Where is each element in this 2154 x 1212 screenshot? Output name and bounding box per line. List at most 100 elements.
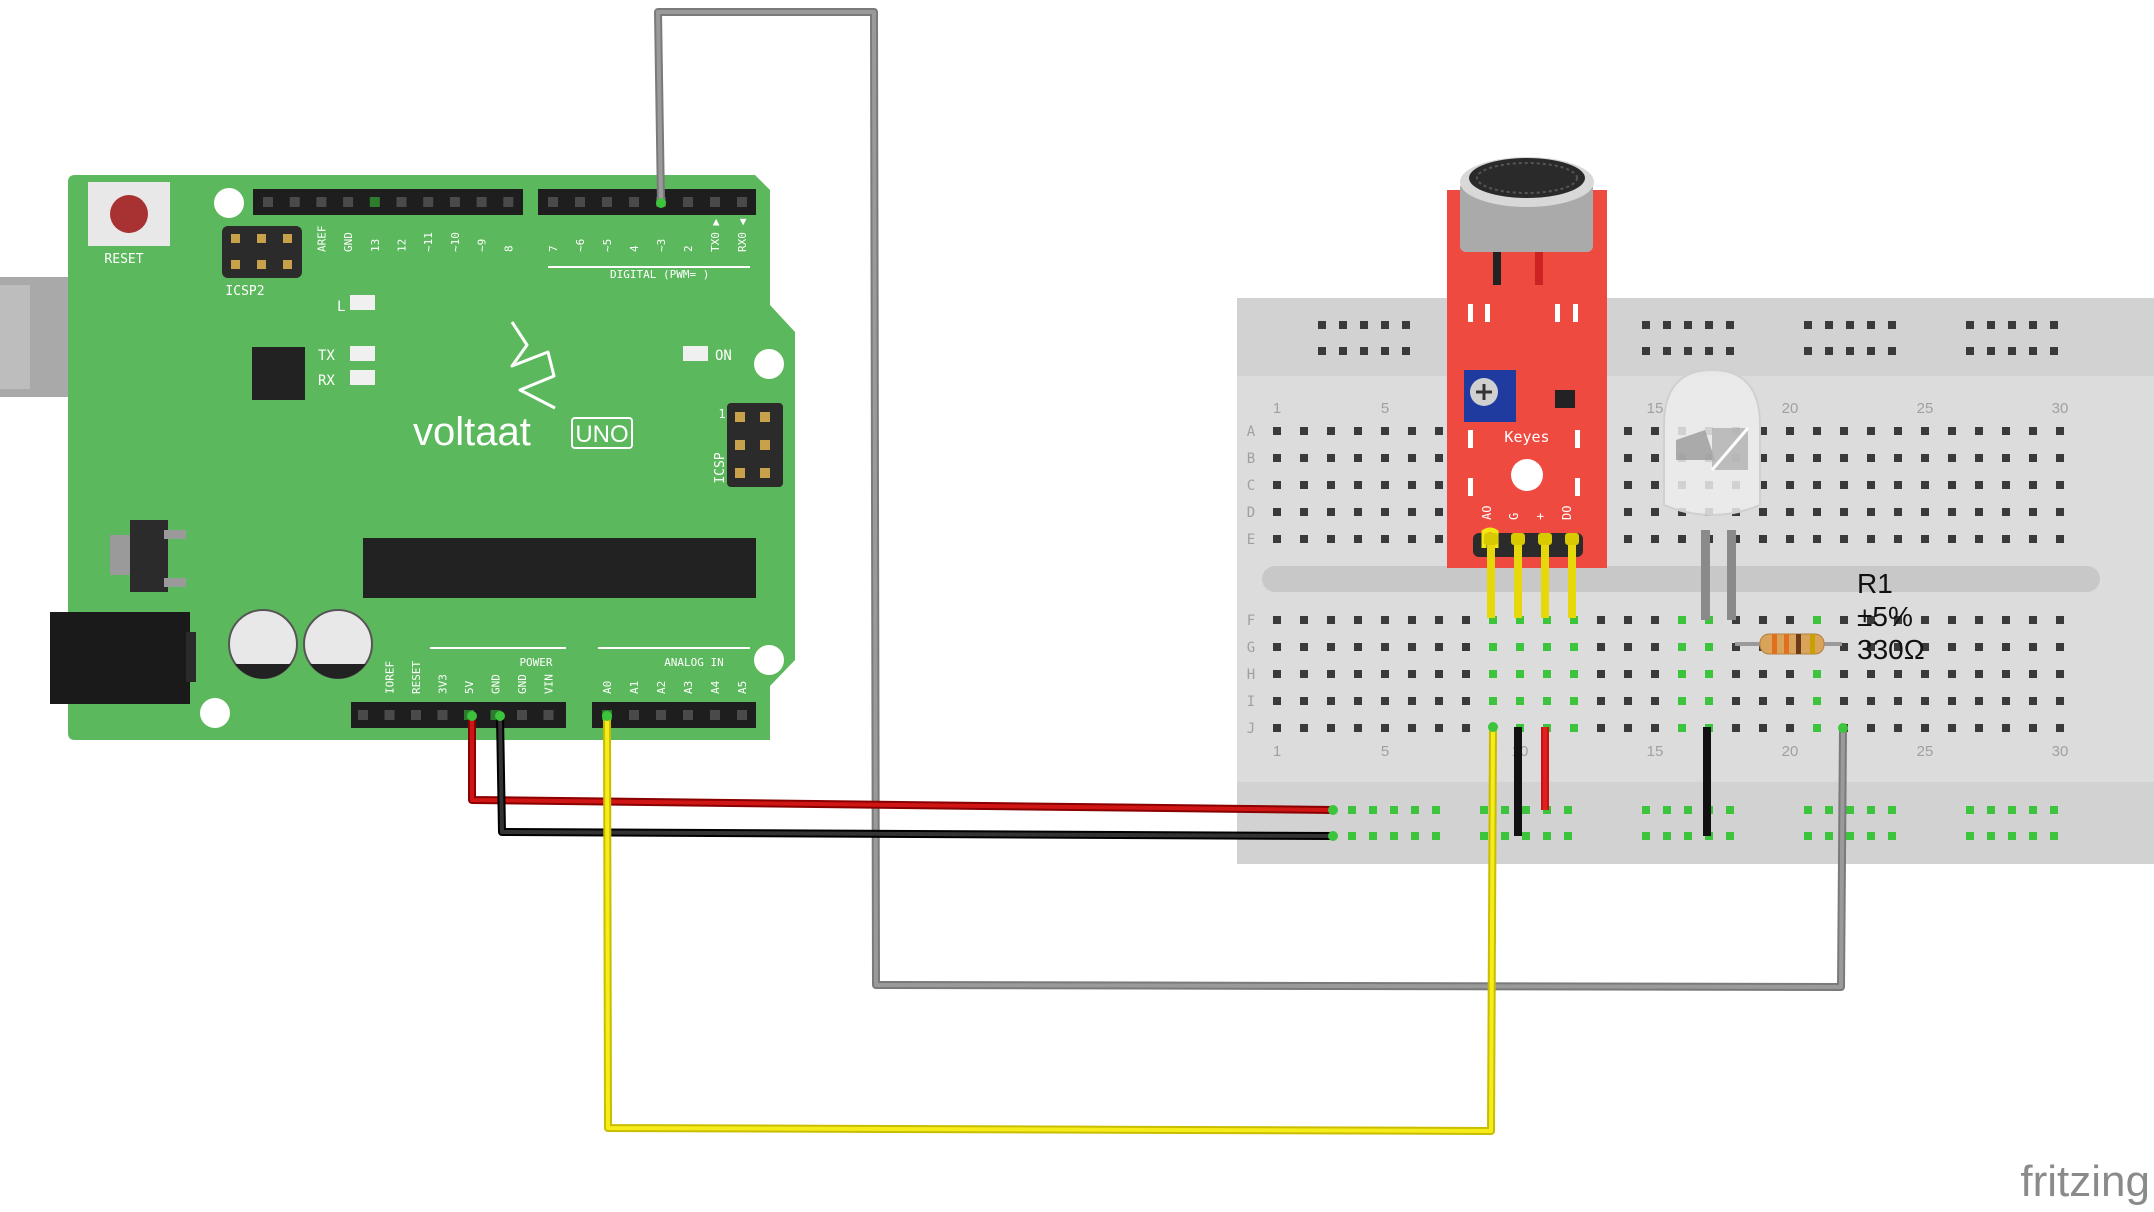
breadboard-hole[interactable] <box>1642 321 1650 329</box>
breadboard-hole[interactable] <box>1408 643 1416 651</box>
breadboard-hole[interactable] <box>1516 616 1524 624</box>
breadboard-hole[interactable] <box>1846 832 1854 840</box>
breadboard-hole[interactable] <box>1360 347 1368 355</box>
breadboard-hole[interactable] <box>1381 643 1389 651</box>
breadboard-hole[interactable] <box>2029 724 2037 732</box>
breadboard-hole[interactable] <box>1339 347 1347 355</box>
breadboard-hole[interactable] <box>1813 724 1821 732</box>
breadboard-hole[interactable] <box>2056 535 2064 543</box>
breadboard-hole[interactable] <box>1867 697 1875 705</box>
breadboard-hole[interactable] <box>1564 832 1572 840</box>
breadboard-hole[interactable] <box>1759 535 1767 543</box>
breadboard-hole[interactable] <box>1651 508 1659 516</box>
breadboard-hole[interactable] <box>1348 832 1356 840</box>
header-pin[interactable] <box>358 710 368 720</box>
breadboard-hole[interactable] <box>1624 427 1632 435</box>
breadboard-hole[interactable] <box>1966 806 1974 814</box>
breadboard-hole[interactable] <box>1663 832 1671 840</box>
breadboard-hole[interactable] <box>1786 697 1794 705</box>
breadboard-hole[interactable] <box>1408 508 1416 516</box>
header-pin[interactable] <box>263 197 273 207</box>
breadboard-hole[interactable] <box>1564 806 1572 814</box>
breadboard-hole[interactable] <box>1846 347 1854 355</box>
breadboard-hole[interactable] <box>1867 481 1875 489</box>
breadboard-hole[interactable] <box>1726 832 1734 840</box>
breadboard-hole[interactable] <box>2002 670 2010 678</box>
breadboard-hole[interactable] <box>1327 427 1335 435</box>
breadboard-hole[interactable] <box>1759 481 1767 489</box>
breadboard-hole[interactable] <box>1327 535 1335 543</box>
breadboard-hole[interactable] <box>1651 535 1659 543</box>
breadboard-hole[interactable] <box>2008 832 2016 840</box>
breadboard-hole[interactable] <box>1840 535 1848 543</box>
breadboard-hole[interactable] <box>2002 697 2010 705</box>
breadboard-hole[interactable] <box>1813 481 1821 489</box>
breadboard-hole[interactable] <box>2029 454 2037 462</box>
breadboard-hole[interactable] <box>2056 643 2064 651</box>
breadboard-hole[interactable] <box>2029 535 2037 543</box>
breadboard-hole[interactable] <box>1408 616 1416 624</box>
breadboard-hole[interactable] <box>1273 670 1281 678</box>
breadboard-hole[interactable] <box>1381 508 1389 516</box>
breadboard-hole[interactable] <box>1597 643 1605 651</box>
breadboard-hole[interactable] <box>1408 724 1416 732</box>
breadboard-hole[interactable] <box>1948 535 1956 543</box>
breadboard-hole[interactable] <box>1381 481 1389 489</box>
header-pin[interactable] <box>449 197 460 207</box>
breadboard-hole[interactable] <box>1948 427 1956 435</box>
breadboard-hole[interactable] <box>2029 616 2037 624</box>
breadboard-hole[interactable] <box>1678 697 1686 705</box>
breadboard-hole[interactable] <box>1642 347 1650 355</box>
breadboard-hole[interactable] <box>2056 724 2064 732</box>
breadboard-hole[interactable] <box>1726 321 1734 329</box>
breadboard-hole[interactable] <box>2056 481 2064 489</box>
breadboard-hole[interactable] <box>1825 347 1833 355</box>
header-pin[interactable] <box>289 197 300 207</box>
breadboard-hole[interactable] <box>1300 535 1308 543</box>
breadboard-hole[interactable] <box>2002 616 2010 624</box>
breadboard-hole[interactable] <box>1825 321 1833 329</box>
breadboard-hole[interactable] <box>1921 454 1929 462</box>
breadboard-hole[interactable] <box>2050 832 2058 840</box>
breadboard-hole[interactable] <box>1948 481 1956 489</box>
breadboard-hole[interactable] <box>1894 535 1902 543</box>
breadboard-hole[interactable] <box>1732 643 1740 651</box>
breadboard-hole[interactable] <box>1354 643 1362 651</box>
breadboard-hole[interactable] <box>1624 454 1632 462</box>
breadboard-hole[interactable] <box>1570 616 1578 624</box>
breadboard-hole[interactable] <box>1480 806 1488 814</box>
breadboard-hole[interactable] <box>1846 321 1854 329</box>
breadboard-hole[interactable] <box>1894 616 1902 624</box>
breadboard-hole[interactable] <box>1381 697 1389 705</box>
breadboard-hole[interactable] <box>1894 508 1902 516</box>
breadboard-hole[interactable] <box>1543 616 1551 624</box>
breadboard-hole[interactable] <box>1642 832 1650 840</box>
breadboard-hole[interactable] <box>2008 347 2016 355</box>
header-pin[interactable] <box>411 710 421 720</box>
breadboard-hole[interactable] <box>1651 724 1659 732</box>
breadboard-hole[interactable] <box>1381 670 1389 678</box>
breadboard-hole[interactable] <box>1840 481 1848 489</box>
breadboard-hole[interactable] <box>1759 724 1767 732</box>
breadboard-hole[interactable] <box>1948 643 1956 651</box>
breadboard-hole[interactable] <box>1273 454 1281 462</box>
breadboard-hole[interactable] <box>1381 535 1389 543</box>
header-pin[interactable] <box>710 710 720 720</box>
breadboard-hole[interactable] <box>2056 670 2064 678</box>
breadboard-hole[interactable] <box>1501 806 1509 814</box>
breadboard-hole[interactable] <box>2029 670 2037 678</box>
breadboard-hole[interactable] <box>1840 643 1848 651</box>
breadboard-hole[interactable] <box>1975 616 1983 624</box>
breadboard-hole[interactable] <box>1840 616 1848 624</box>
breadboard-hole[interactable] <box>1273 643 1281 651</box>
breadboard-hole[interactable] <box>1825 806 1833 814</box>
header-pin[interactable] <box>629 710 639 720</box>
breadboard-hole[interactable] <box>1894 481 1902 489</box>
breadboard-hole[interactable] <box>1975 454 1983 462</box>
breadboard-hole[interactable] <box>1813 508 1821 516</box>
header-pin[interactable] <box>737 197 747 207</box>
breadboard-hole[interactable] <box>1402 321 1410 329</box>
breadboard-hole[interactable] <box>1381 347 1389 355</box>
breadboard-hole[interactable] <box>1663 806 1671 814</box>
breadboard-hole[interactable] <box>1408 481 1416 489</box>
